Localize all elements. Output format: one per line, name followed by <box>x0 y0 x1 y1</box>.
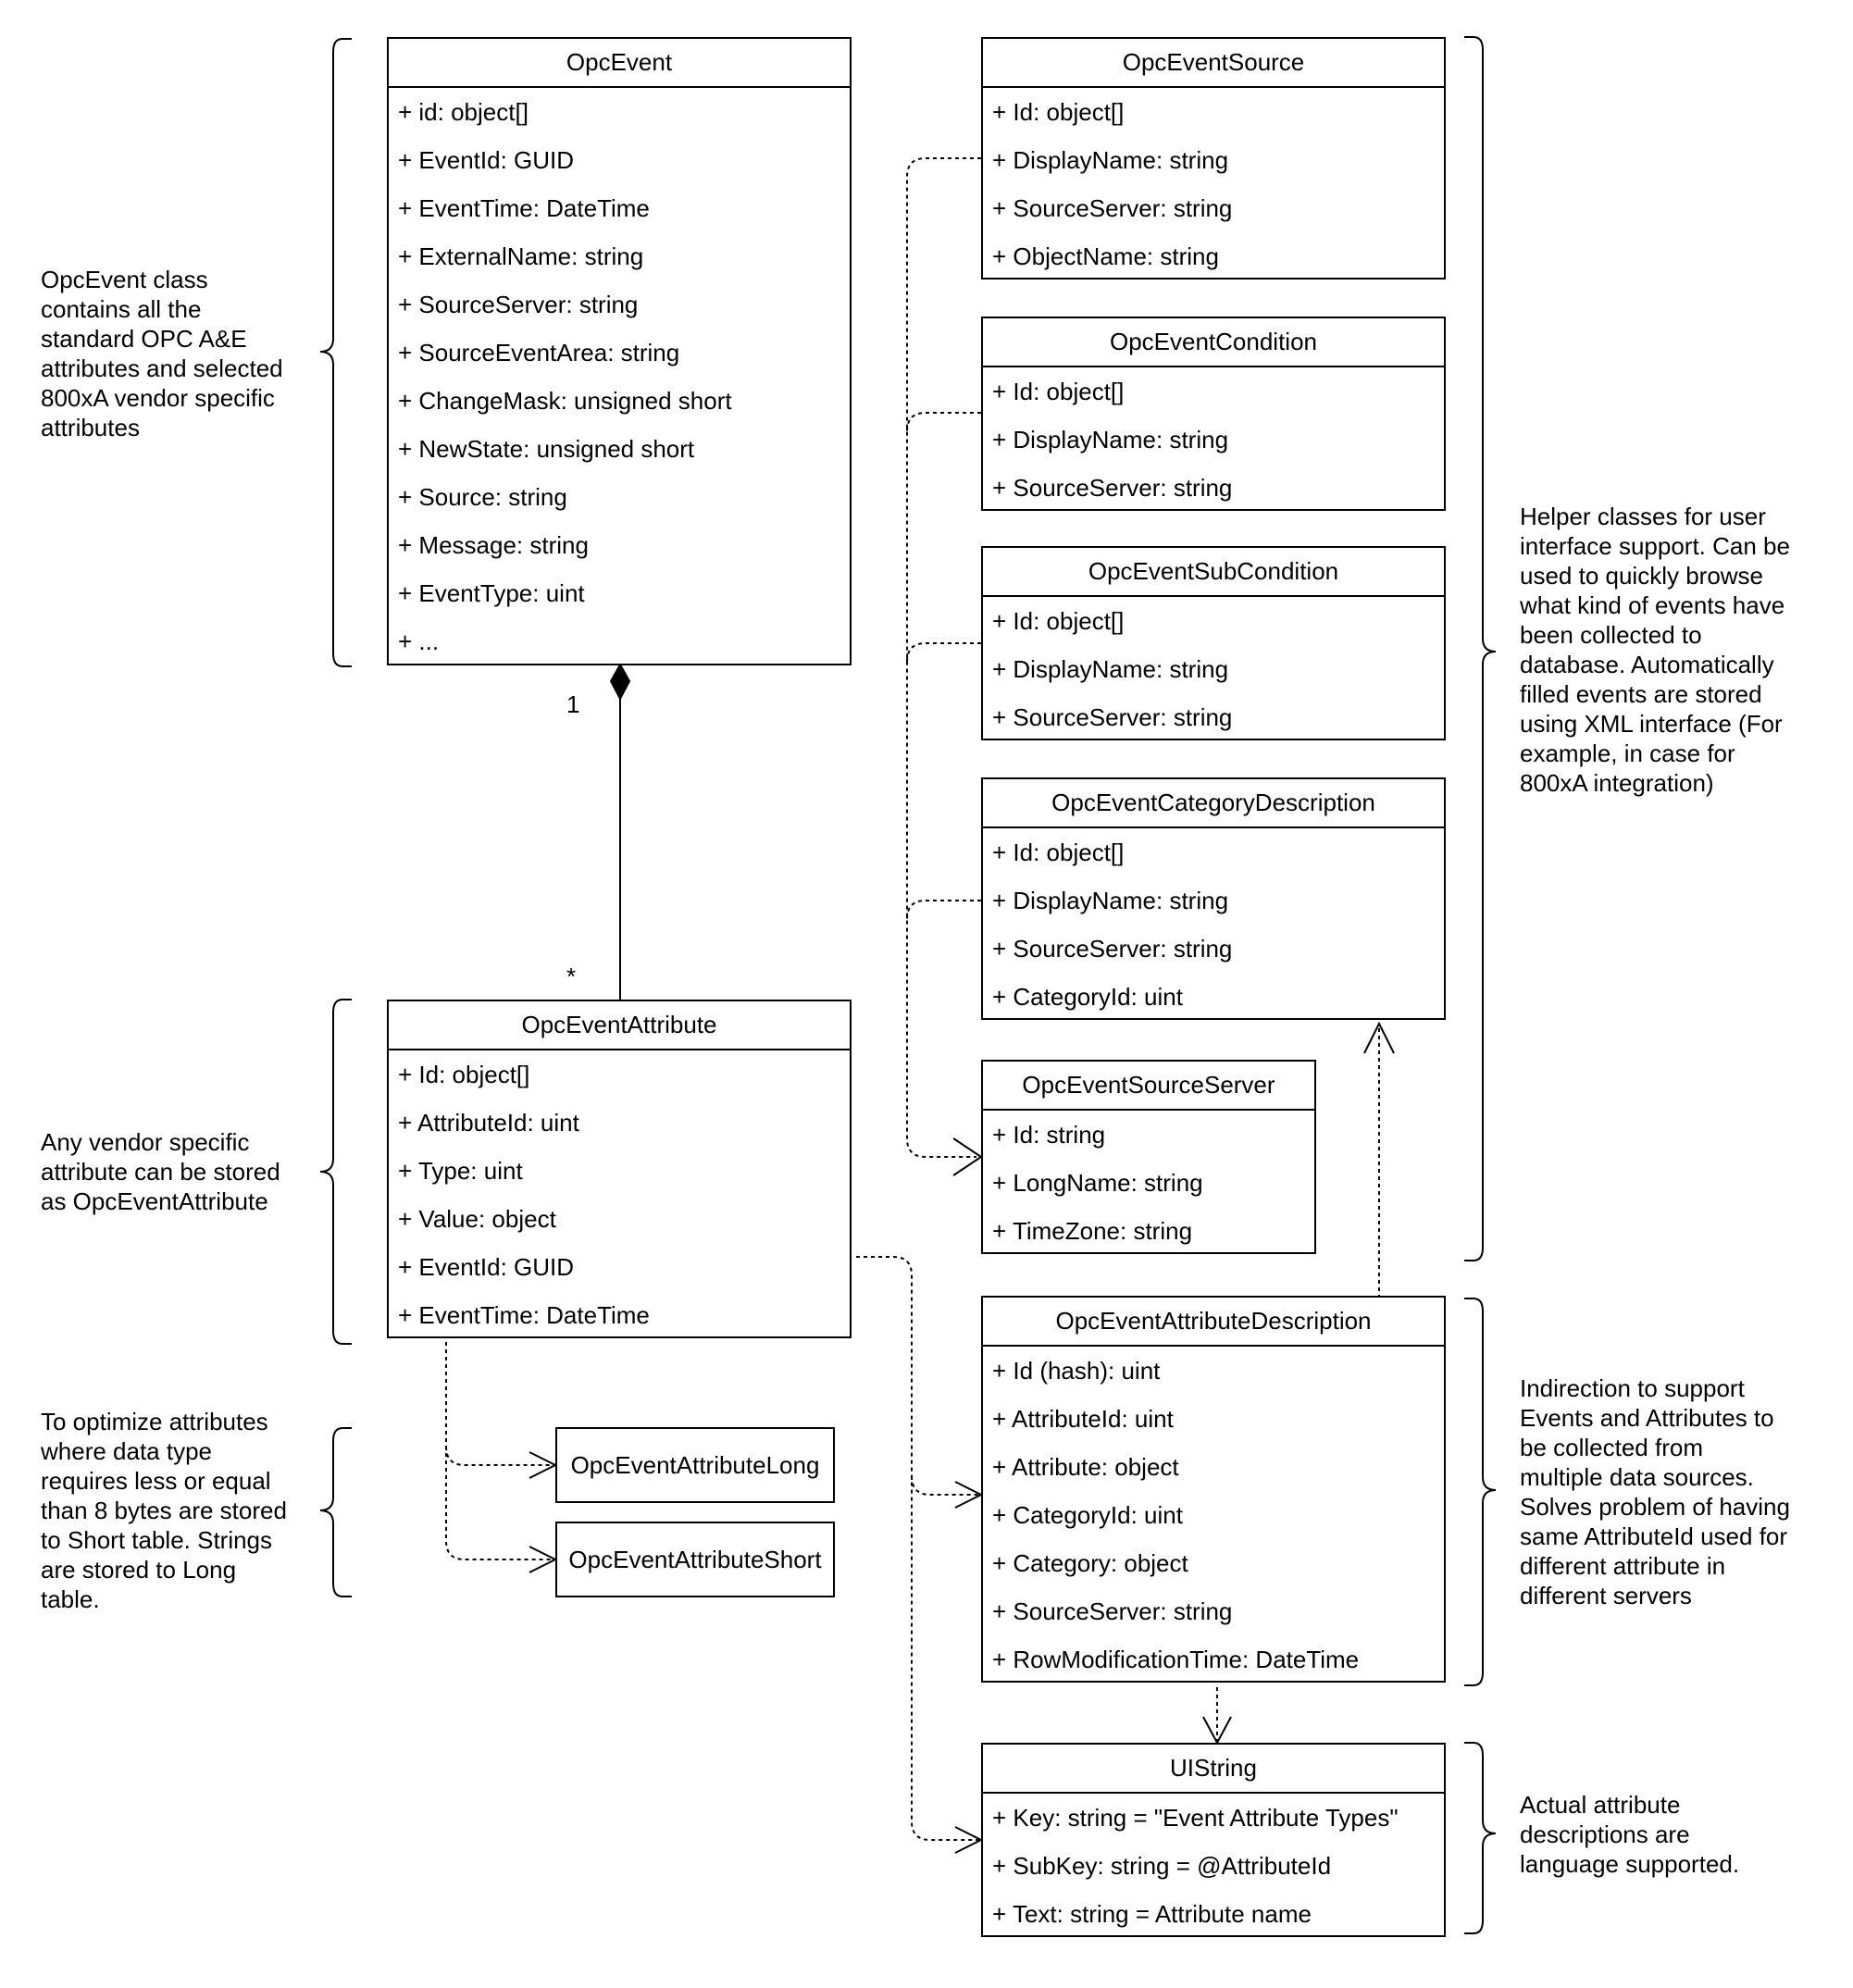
class-title: OpcEvent <box>389 39 850 88</box>
class-opc-event-source-server: OpcEventSourceServer + Id: string + Long… <box>981 1060 1316 1254</box>
composition-diamond <box>609 662 631 702</box>
class-attribute: + id: object[] <box>398 98 529 126</box>
class-attribute: + EventId: GUID <box>398 146 575 174</box>
class-attribute: + DisplayName: string <box>992 655 1229 683</box>
note-opc-event: OpcEvent class contains all the standard… <box>41 266 283 441</box>
class-opc-event-category-description: OpcEventCategoryDescription + Id: object… <box>981 777 1446 1020</box>
class-attribute: + Type: uint <box>398 1157 523 1185</box>
class-attribute: + SubKey: string = @AttributeId <box>992 1852 1332 1880</box>
class-attribute: + Key: string = "Event Attribute Types" <box>992 1804 1399 1832</box>
class-attribute: + Category: object <box>992 1549 1188 1577</box>
note-helper: Helper classes for user interface suppor… <box>1520 503 1790 797</box>
brace-optimize <box>319 1427 352 1597</box>
class-attribute: + Value: object <box>398 1205 556 1233</box>
class-attribute: + SourceServer: string <box>992 1597 1233 1625</box>
class-attribute: + EventTime: DateTime <box>398 194 650 222</box>
class-attribute: + SourceServer: string <box>992 474 1233 502</box>
class-opc-event-attribute-short: OpcEventAttributeShort <box>555 1522 835 1597</box>
class-attribute: + Source: string <box>398 483 567 511</box>
class-attribute: + DisplayName: string <box>992 426 1229 454</box>
arrow-uistring <box>1202 1716 1232 1746</box>
class-attribute: + Id: string <box>992 1121 1106 1149</box>
class-title: UIString <box>983 1745 1444 1794</box>
class-attribute: + ExternalName: string <box>398 242 644 270</box>
brace-indirection <box>1464 1298 1497 1686</box>
arrow-category-description <box>1363 1021 1395 1054</box>
note-optimize: To optimize attributes where data type r… <box>41 1408 287 1613</box>
multiplicity-one: 1 <box>566 690 580 718</box>
class-title: OpcEventSubCondition <box>983 548 1444 597</box>
class-attribute: + Id (hash): uint <box>992 1357 1161 1385</box>
class-attribute: + SourceServer: string <box>398 291 639 318</box>
class-opc-event-attribute-long: OpcEventAttributeLong <box>555 1427 835 1503</box>
class-attribute: + Text: string = Attribute name <box>992 1900 1312 1928</box>
helper-dependency-lines <box>906 157 981 1158</box>
brace-opc-event <box>319 38 352 667</box>
class-attribute: + NewState: unsigned short <box>398 435 695 463</box>
class-opc-event-attribute: OpcEventAttribute + Id: object[] + Attri… <box>387 1000 852 1338</box>
class-opc-event-source: OpcEventSource + Id: object[] + DisplayN… <box>981 37 1446 280</box>
class-attribute: + Id: object[] <box>992 607 1125 635</box>
class-attribute: + SourceServer: string <box>992 194 1233 222</box>
class-title: OpcEventAttributeDescription <box>983 1298 1444 1347</box>
arrow-attribute-long <box>529 1451 558 1479</box>
brace-helper <box>1464 36 1497 1261</box>
class-attribute: + ObjectName: string <box>992 242 1219 270</box>
class-attribute: + SourceServer: string <box>992 703 1233 731</box>
class-attribute: + AttributeId: uint <box>992 1405 1174 1433</box>
class-attribute: + LongName: string <box>992 1169 1203 1197</box>
long-short-dependency-lines <box>445 1342 555 1560</box>
class-attribute: + EventType: uint <box>398 579 585 607</box>
multiplicity-many: * <box>566 963 577 990</box>
class-attribute: + RowModificationTime: DateTime <box>992 1646 1360 1673</box>
class-title: OpcEventAttribute <box>389 1001 850 1050</box>
arrow-source-server <box>952 1137 983 1176</box>
class-attribute: + Id: object[] <box>398 1061 530 1088</box>
brace-vendor-attribute <box>319 999 352 1345</box>
class-attribute: + Attribute: object <box>992 1453 1179 1481</box>
brace-language <box>1464 1742 1497 1934</box>
class-attribute: + EventId: GUID <box>398 1253 575 1281</box>
class-title: OpcEventSourceServer <box>983 1062 1314 1111</box>
class-attribute: + DisplayName: string <box>992 887 1229 914</box>
class-attribute: + ... <box>398 627 440 655</box>
note-indirection: Indirection to support Events and Attrib… <box>1520 1374 1790 1609</box>
class-attribute: + SourceServer: string <box>992 935 1233 963</box>
arrow-attribute-description <box>954 1481 984 1509</box>
class-attribute: + Id: object[] <box>992 98 1125 126</box>
note-vendor-attribute: Any vendor specific attribute can be sto… <box>41 1128 280 1215</box>
class-opc-event: OpcEvent + id: object[] + EventId: GUID … <box>387 37 852 665</box>
class-attribute: + DisplayName: string <box>992 146 1229 174</box>
class-attribute: + TimeZone: string <box>992 1217 1193 1245</box>
arrow-uistring-key <box>954 1826 984 1854</box>
class-attribute: + ChangeMask: unsigned short <box>398 387 732 415</box>
class-attribute: + AttributeId: uint <box>398 1109 579 1137</box>
class-attribute: + Id: object[] <box>992 378 1125 405</box>
note-language: Actual attribute descriptions are langua… <box>1520 1791 1740 1878</box>
class-opc-event-subcondition: OpcEventSubCondition + Id: object[] + Di… <box>981 546 1446 740</box>
class-attribute: + SourceEventArea: string <box>398 339 680 367</box>
class-opc-event-condition: OpcEventCondition + Id: object[] + Displ… <box>981 317 1446 511</box>
class-attribute: + Id: object[] <box>992 839 1125 866</box>
attribute-dependency-lines <box>856 1256 981 1841</box>
class-attribute: + CategoryId: uint <box>992 983 1183 1011</box>
class-title: OpcEventSource <box>983 39 1444 88</box>
class-title: OpcEventCondition <box>983 318 1444 367</box>
class-attribute: + EventTime: DateTime <box>398 1301 650 1329</box>
class-ui-string: UIString + Key: string = "Event Attribut… <box>981 1743 1446 1937</box>
class-title: OpcEventCategoryDescription <box>983 779 1444 828</box>
class-attribute: + Message: string <box>398 531 589 559</box>
class-attribute: + CategoryId: uint <box>992 1501 1183 1529</box>
class-opc-event-attribute-description: OpcEventAttributeDescription + Id (hash)… <box>981 1296 1446 1683</box>
arrow-attribute-short <box>529 1546 558 1573</box>
